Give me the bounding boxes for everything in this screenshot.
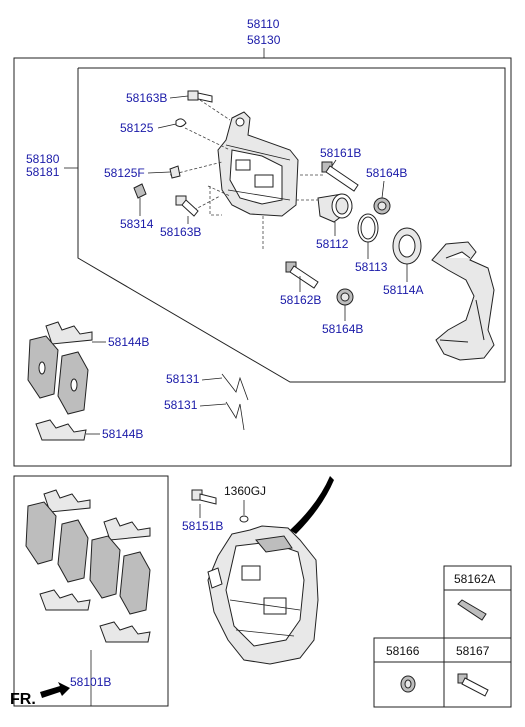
leader-line — [331, 159, 337, 167]
label-58113[interactable]: 58113 — [355, 260, 388, 274]
label-58181[interactable]: 58181 — [26, 165, 60, 179]
pointer-arrow-icon — [290, 476, 334, 534]
leader-line — [169, 95, 189, 99]
label-58180[interactable]: 58180 — [26, 152, 60, 166]
label-58112[interactable]: 58112 — [316, 237, 349, 251]
brake-pad-set — [25, 489, 151, 643]
label-58162a[interactable]: 58162A — [454, 572, 495, 586]
guide-pin-58167 — [457, 673, 489, 697]
front-direction-label: FR. — [10, 691, 36, 708]
label-58166[interactable]: 58166 — [386, 644, 420, 658]
bolt-58163b-top — [187, 90, 213, 103]
caliper-bracket — [431, 241, 495, 361]
clip-58314 — [133, 183, 147, 199]
label-1360gj[interactable]: 1360GJ — [224, 484, 266, 498]
upper-assembly-frame — [13, 57, 512, 467]
label-58162b[interactable]: 58162B — [280, 293, 321, 307]
label-58110[interactable]: 58110 — [247, 17, 280, 31]
boot-58164b-lower — [336, 288, 354, 306]
label-58163b-top[interactable]: 58163B — [126, 91, 167, 105]
caliper-housing — [217, 111, 299, 217]
leader-line — [157, 123, 177, 129]
guide-pin-58162b — [285, 261, 319, 289]
boot-58164b-upper — [373, 197, 391, 215]
pad-shim-kit-upper — [27, 321, 93, 441]
label-58114a[interactable]: 58114A — [383, 283, 423, 297]
parts-table — [373, 565, 512, 708]
label-58125[interactable]: 58125 — [120, 121, 154, 135]
label-58130[interactable]: 58130 — [247, 33, 281, 47]
piston-boot-58114a — [392, 227, 422, 265]
pin-58162a — [457, 599, 487, 621]
washer-1360gj — [239, 515, 249, 523]
label-58167[interactable]: 58167 — [456, 644, 490, 658]
label-58144b-lower[interactable]: 58144B — [102, 427, 143, 441]
label-58125f[interactable]: 58125F — [104, 166, 145, 180]
assembly-guide-lines — [169, 99, 325, 250]
bolt-58163b-lower — [175, 195, 199, 217]
label-58164b-upper[interactable]: 58164B — [366, 166, 407, 180]
leader-line — [381, 180, 385, 199]
anti-rattle-springs — [221, 373, 249, 431]
leader-line — [147, 171, 171, 174]
label-58164b-lower[interactable]: 58164B — [322, 322, 363, 336]
label-58163b-lower[interactable]: 58163B — [160, 225, 201, 239]
label-58144b-upper[interactable]: 58144B — [108, 335, 149, 349]
label-58131-lower[interactable]: 58131 — [164, 398, 198, 412]
piston-58112 — [317, 193, 353, 223]
front-arrow-icon — [40, 682, 70, 698]
cap-58125 — [175, 118, 187, 128]
leader-line — [201, 377, 223, 381]
bleeder-58125f — [169, 165, 181, 179]
assembled-caliper — [207, 525, 319, 665]
label-58151b[interactable]: 58151B — [182, 519, 223, 533]
label-58161b[interactable]: 58161B — [320, 146, 361, 160]
boot-58166 — [400, 675, 416, 693]
leader-line — [199, 403, 227, 407]
guide-pin-58161b — [321, 161, 359, 192]
label-58131-upper[interactable]: 58131 — [166, 372, 200, 386]
label-58101b[interactable]: 58101B — [70, 675, 111, 689]
label-58314[interactable]: 58314 — [120, 217, 154, 231]
caliper-subassembly-frame — [77, 67, 506, 383]
bolt-58151b — [191, 489, 217, 505]
seal-inner-ring — [360, 216, 376, 240]
